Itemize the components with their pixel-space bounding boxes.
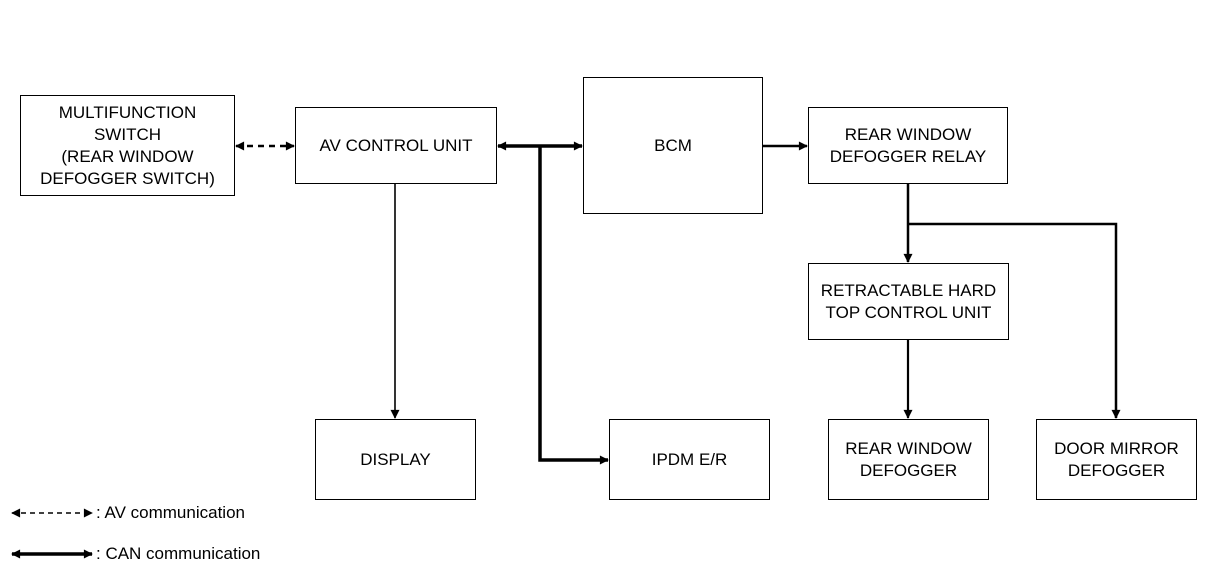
rear-window-defogger-box: REAR WINDOW DEFOGGER [828, 419, 989, 500]
av-control-unit-label: AV CONTROL UNIT [319, 135, 473, 155]
legend-av-label: : AV communication [96, 503, 245, 522]
av-control-unit-box: AV CONTROL UNIT [295, 107, 497, 184]
retractable-hard-top-control-unit-label: RETRACTABLE HARD TOP CONTROL UNIT [820, 280, 997, 322]
door-mirror-defogger-box: DOOR MIRROR DEFOGGER [1036, 419, 1197, 500]
door-mirror-defogger-label: DOOR MIRROR DEFOGGER [1054, 438, 1179, 480]
bcm-label: BCM [654, 135, 692, 155]
bcm-box: BCM [583, 77, 763, 214]
ipdm-er-box: IPDM E/R [609, 419, 770, 500]
edge-av-ipdm [538, 146, 609, 465]
retractable-hard-top-control-unit-box: RETRACTABLE HARD TOP CONTROL UNIT [808, 263, 1009, 340]
rear-window-defogger-relay-box: REAR WINDOW DEFOGGER RELAY [808, 107, 1008, 184]
edge-relay-mirror [908, 222, 1121, 419]
rear-window-defogger-relay-label: REAR WINDOW DEFOGGER RELAY [829, 124, 987, 166]
multifunction-switch-box: MULTIFUNCTION SWITCH (REAR WINDOW DEFOGG… [20, 95, 235, 196]
legend-can-label: : CAN communication [96, 544, 261, 563]
multifunction-switch-label: MULTIFUNCTION SWITCH (REAR WINDOW DEFOGG… [40, 102, 215, 188]
display-label: DISPLAY [360, 449, 431, 469]
display-box: DISPLAY [315, 419, 476, 500]
rear-window-defogger-label: REAR WINDOW DEFOGGER [845, 438, 972, 480]
ipdm-er-label: IPDM E/R [651, 449, 728, 469]
